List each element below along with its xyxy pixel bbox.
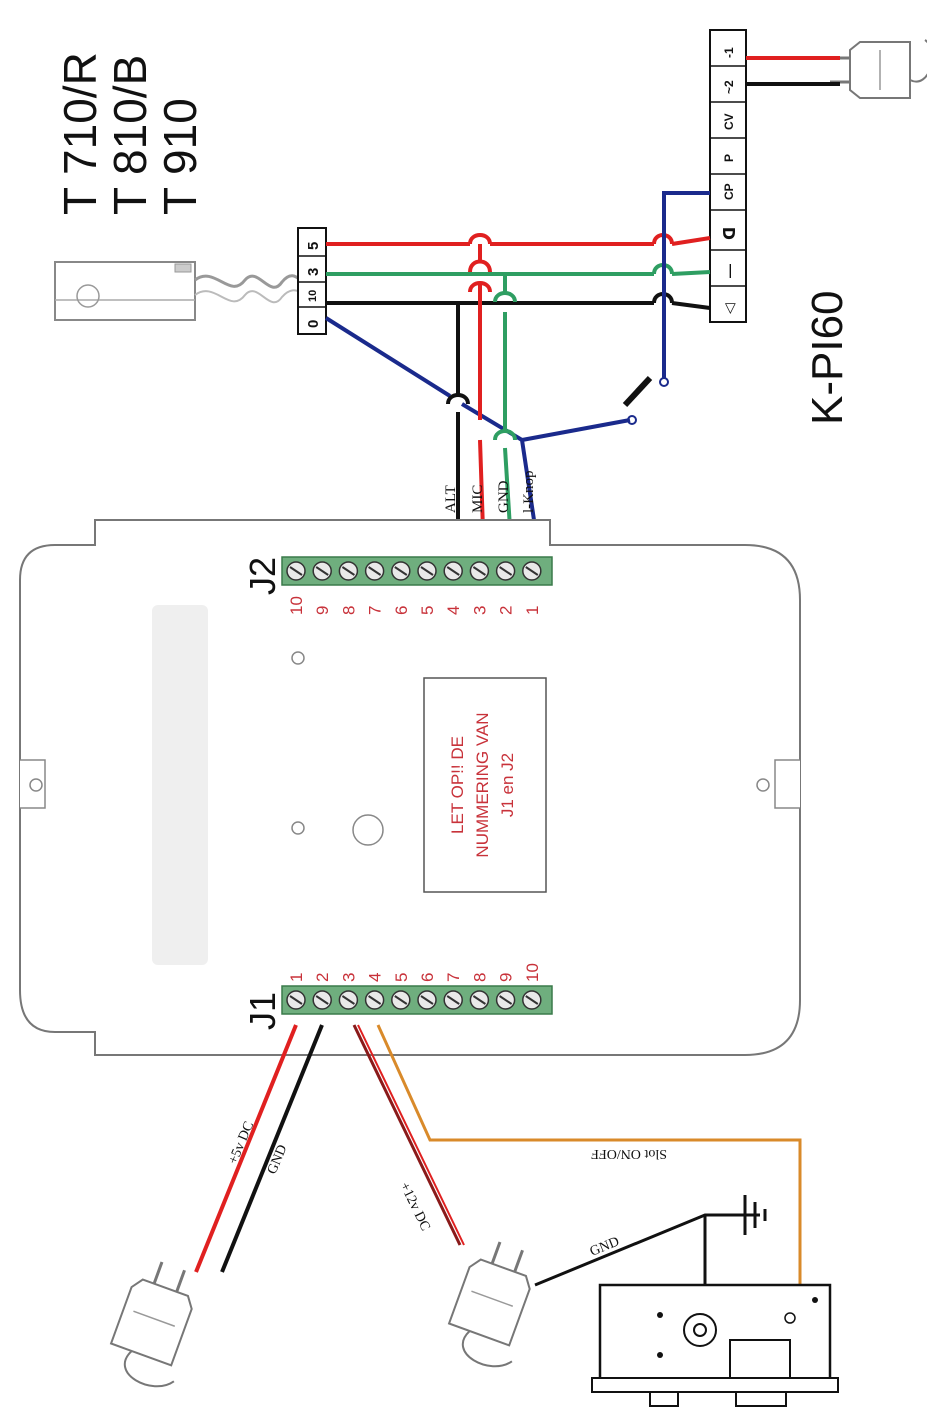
j1-terminal-number: 9 — [497, 973, 516, 982]
kpi60-terminal-speaker: ◁ — [721, 303, 737, 314]
j1-terminal-number: 6 — [418, 973, 437, 982]
wire-label-slot: Slot ON/OFF — [591, 1146, 667, 1161]
j1-terminal-number: 2 — [313, 973, 332, 982]
notice-line-1: LET OP!! DE — [448, 736, 467, 834]
j2-terminal-screw-slot — [341, 566, 355, 576]
j1-terminal-screw-slot — [420, 995, 434, 1005]
j2-terminal-number: 4 — [444, 606, 463, 615]
j1-terminal-number: 7 — [444, 973, 463, 982]
j2-wire-label-knop: l-Knop — [521, 471, 537, 514]
j2-terminal-number: 8 — [339, 606, 358, 615]
j1-terminal-screw-slot — [446, 995, 460, 1005]
ground-icon — [743, 1195, 767, 1235]
j1-terminal-number: 4 — [366, 973, 385, 982]
j1-terminal-screw-slot — [472, 995, 486, 1005]
j2-terminal-number: 5 — [418, 606, 437, 615]
model-label-3: T 910 — [154, 98, 206, 215]
j1-terminal-number: 10 — [523, 963, 542, 982]
j2-terminal-screw-slot — [420, 566, 434, 576]
j1-terminal-screw-slot — [368, 995, 382, 1005]
j2-terminal-screw-slot — [315, 566, 329, 576]
notice-line-2: NUMMERING VAN — [473, 712, 492, 857]
j1-terminal-screw-slot — [315, 995, 329, 1005]
j2-wire-label-mic: MIC — [470, 485, 486, 513]
handset-terminal-10: 10 — [307, 290, 319, 302]
kpi60-terminal-cv: CV — [722, 113, 736, 130]
model-label-1: T 710/R — [54, 52, 106, 215]
j1-terminal-number: 3 — [339, 973, 358, 982]
model-label-2: T 810/B — [104, 55, 156, 215]
j2-terminal-number: 3 — [470, 606, 489, 615]
j1-label: J1 — [242, 992, 283, 1030]
j2-terminal-number: 10 — [287, 596, 306, 615]
kpi60-terminal-cp: CP — [722, 183, 736, 200]
notice-box: LET OP!! DE NUMMERING VAN J1 en J2 — [423, 677, 547, 893]
j2-terminal-number: 7 — [366, 606, 385, 615]
wire-label-12v: +12v DC — [396, 1180, 432, 1233]
j2-terminal-screw-slot — [499, 566, 513, 576]
door-button-switch — [622, 375, 653, 425]
handset-terminal-block: 5 3 10 0 — [297, 227, 327, 335]
handset-icon — [54, 261, 302, 321]
j2-terminal-screw-slot — [289, 566, 303, 576]
handset-terminal-5: 5 — [305, 242, 322, 250]
kpi60-terminal-dash: — — [721, 264, 737, 278]
kpi60-terminal-d: ᗡ — [722, 227, 739, 240]
handset-terminal-3: 3 — [305, 268, 322, 276]
electric-lock-icon — [591, 1283, 839, 1407]
j1-terminal-screw-slot — [341, 995, 355, 1005]
j2-terminal-number: 1 — [523, 606, 542, 615]
wire-label-gnd-5v: GND — [265, 1143, 291, 1177]
j2-label: J2 — [242, 557, 283, 595]
power-adapter-5v-icon — [109, 1261, 193, 1388]
j2-terminal-number: 2 — [497, 606, 516, 615]
j2-terminal-number: 6 — [392, 606, 411, 615]
controller-box — [19, 519, 801, 1056]
j2-terminal-screw-slot — [472, 566, 486, 576]
model-labels: T 710/R T 810/B T 910 — [54, 52, 206, 215]
j1-terminal-screw-slot — [499, 995, 513, 1005]
kpi60-terminal-2: ~2 — [722, 80, 736, 94]
j2-terminal-screw-slot — [368, 566, 382, 576]
j2-wire-label-alt: ALT — [443, 485, 459, 513]
j2-terminal-screw-slot — [525, 566, 539, 576]
wire-label-5v: +5v DC — [226, 1119, 257, 1166]
j2-terminal-screw-slot — [394, 566, 408, 576]
j1-terminal-number: 5 — [392, 973, 411, 982]
power-adapter-12v-icon — [447, 1241, 531, 1368]
j1-terminal-number: 8 — [470, 973, 489, 982]
power-adapter-top-icon — [830, 39, 927, 99]
handset-terminal-0: 0 — [305, 320, 322, 328]
kpi60-label: K-PI60 — [803, 290, 852, 425]
j2-wire-label-gnd: GND — [496, 480, 512, 513]
kpi60-terminal-strip: -1 ~2 CV P CP ᗡ — ◁ — [709, 29, 747, 323]
j1-terminal-number: 1 — [287, 973, 306, 982]
j2-terminal-number: 9 — [313, 606, 332, 615]
kpi60-terminal-1: -1 — [722, 47, 736, 58]
notice-line-3: J1 en J2 — [498, 753, 517, 817]
kpi60-terminal-p: P — [722, 154, 736, 162]
j1-terminal-screw-slot — [289, 995, 303, 1005]
j2-terminal-screw-slot — [446, 566, 460, 576]
j1-terminal-screw-slot — [394, 995, 408, 1005]
j1-terminal-screw-slot — [525, 995, 539, 1005]
